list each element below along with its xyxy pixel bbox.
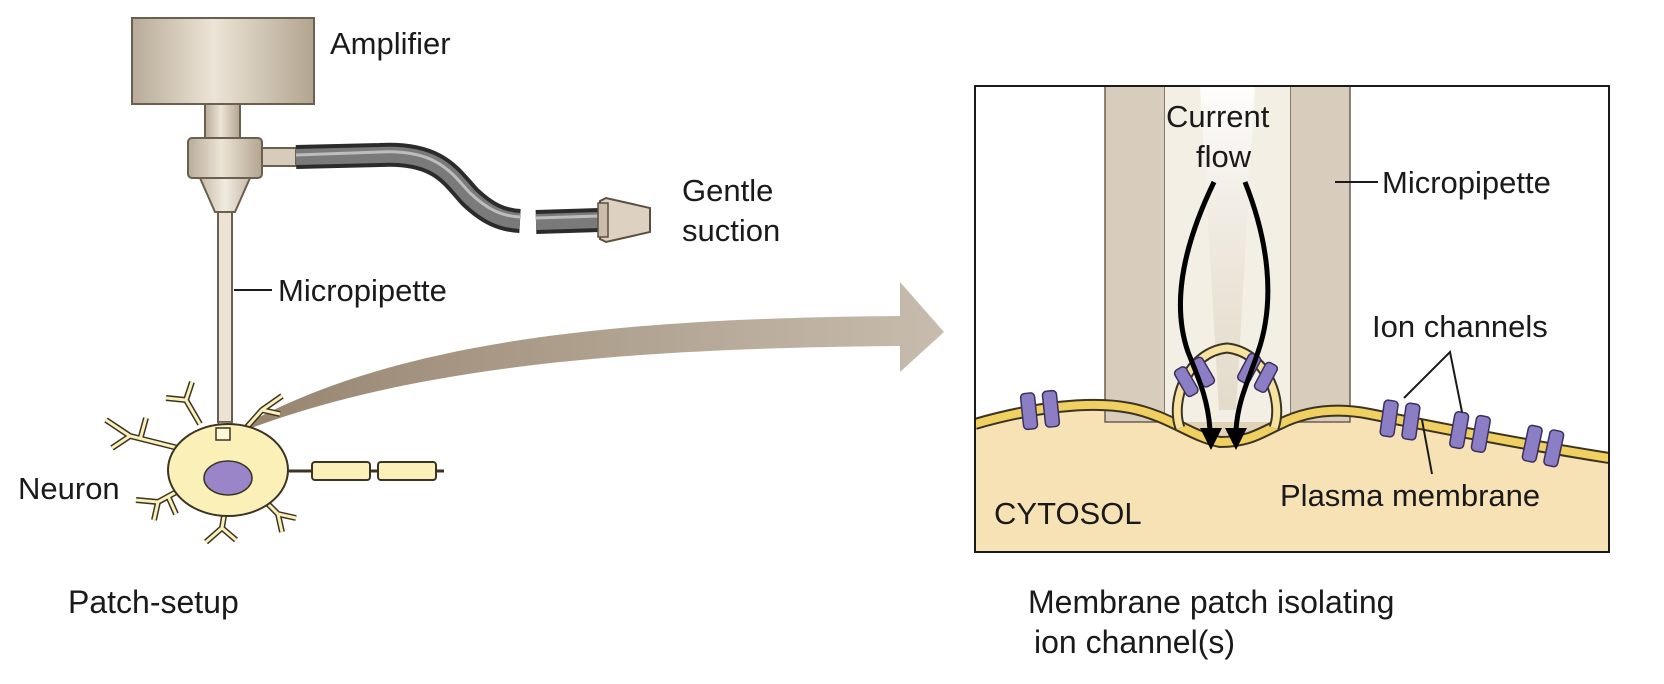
plasma-membrane-leader-line xyxy=(1421,419,1433,475)
amplifier-label: Amplifier xyxy=(330,26,451,61)
ion-channels-leader-line xyxy=(1403,349,1463,413)
membrane-patch-inset xyxy=(974,85,1610,553)
current-flow-label-line2: flow xyxy=(1196,139,1252,174)
ion-channel xyxy=(1173,356,1216,398)
arrowhead-icon xyxy=(1225,428,1247,450)
ion-channels-label: Ion channels xyxy=(1372,309,1548,344)
neuron-label: Neuron xyxy=(18,471,120,506)
pipette-wall-left xyxy=(1104,86,1166,423)
neuron xyxy=(104,381,444,545)
amplifier xyxy=(131,17,315,213)
ion-channel xyxy=(1449,411,1491,453)
ion-channel xyxy=(1019,389,1061,431)
micropipette-left xyxy=(217,211,272,437)
gentle-suction-label-line1: Gentle xyxy=(682,173,774,208)
current-flow-label-line1: Current xyxy=(1166,99,1270,134)
suction-nozzle xyxy=(597,196,651,244)
transfer-arrow xyxy=(246,282,944,430)
patch-setup-caption: Patch-setup xyxy=(68,584,239,620)
nucleus xyxy=(203,460,253,496)
membrane-patch-caption-line2: ion channel(s) xyxy=(1034,624,1235,660)
suction-tubing xyxy=(295,142,601,234)
current-flow-arrows xyxy=(1177,180,1271,431)
arrowhead-icon xyxy=(1200,428,1222,450)
ion-channel xyxy=(1521,424,1565,468)
inset-micropipette-label: Micropipette xyxy=(1382,165,1551,200)
cytosol-label: CYTOSOL xyxy=(994,496,1142,531)
pipette-wall-right xyxy=(1289,86,1351,423)
gentle-suction-label-line2: suction xyxy=(682,213,781,248)
membrane-patch-caption-line1: Membrane patch isolating xyxy=(1028,584,1395,620)
micropipette-label: Micropipette xyxy=(278,273,447,308)
ion-channel xyxy=(1379,399,1421,441)
plasma-membrane-label: Plasma membrane xyxy=(1280,478,1541,513)
